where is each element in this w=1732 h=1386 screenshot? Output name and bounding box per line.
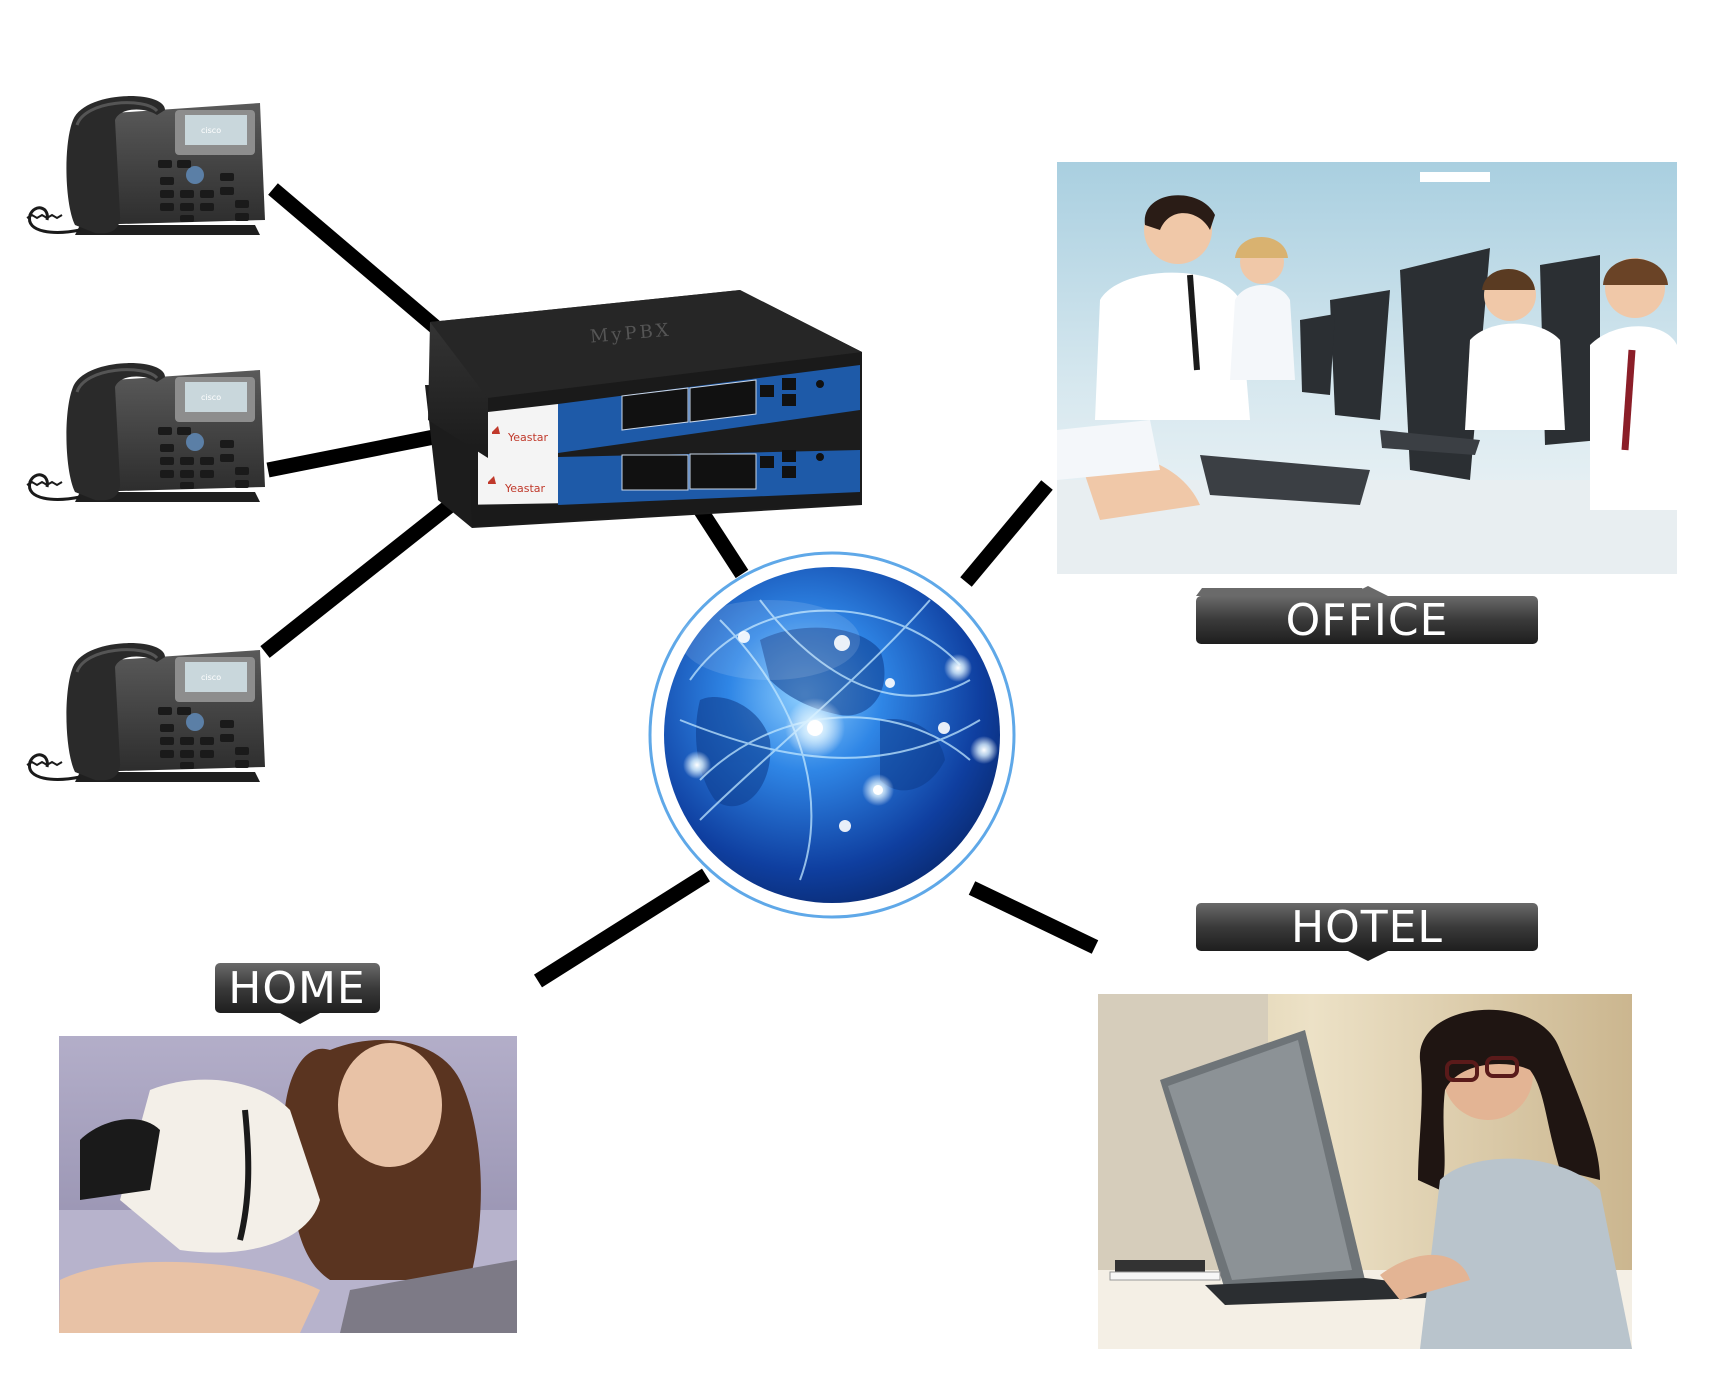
connector-phone1-pbx [268,183,445,337]
office-label-text: OFFICE [1286,595,1449,646]
connector-globe-hotel [968,881,1099,954]
connector-globe-home [533,868,711,988]
office-label: OFFICE [1196,586,1538,646]
phone-brand: cisco [201,673,221,682]
ip-phone-1: cisco [26,96,265,235]
phone-brand: cisco [201,393,221,402]
hotel-photo [1098,994,1632,1349]
internet-globe-icon [648,551,1016,919]
hotel-label-text: HOTEL [1291,902,1443,953]
pbx-brand-lower: Yeastar [504,482,546,495]
hotel-label: HOTEL [1196,902,1538,961]
office-photo [1057,162,1677,574]
home-photo [59,1036,517,1333]
ip-phone-2: cisco [26,363,265,502]
connector-phone2-pbx [266,429,436,478]
connector-phone3-pbx [260,490,467,658]
home-label-text: HOME [228,963,365,1014]
pbx-device: Yeastar MyPBX Yeastar [425,290,862,528]
pbx-brand-upper: Yeastar [507,431,549,444]
phone-brand: cisco [201,126,221,135]
home-label: HOME [215,963,380,1024]
ip-phone-3: cisco [26,643,265,782]
connectors [260,183,1099,988]
connector-globe-office [960,480,1053,587]
